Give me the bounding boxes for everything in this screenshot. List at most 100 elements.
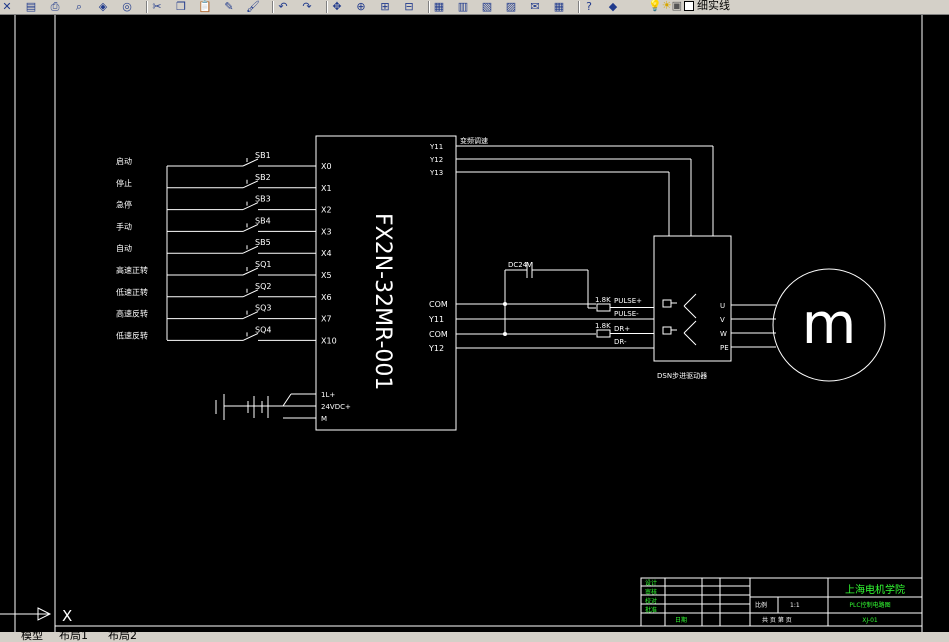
print-icon[interactable]: ⎙ [50,0,60,13]
plc-input-terminal: X7 [321,315,332,324]
layer-dropdown[interactable]: 💡☀▣细实线 [648,0,938,13]
driver-label: DSN步进驱动器 [657,371,707,380]
switch-label: SB1 [255,151,271,160]
brush-icon[interactable]: 🖌 [246,0,260,13]
plc-input-terminal: X5 [321,271,332,280]
input-label: 高速正转 [116,265,148,275]
switch-contact [242,223,259,232]
input-label: 停止 [116,178,132,188]
plc-input-terminal: X3 [321,227,332,236]
title-drawing-no: XJ-01 [862,617,878,624]
title-institute: 上海电机学院 [845,583,905,596]
plc-com-terminal: Y12 [428,344,444,353]
drawing-frame [14,15,923,632]
copy-icon[interactable]: ❐ [176,0,186,13]
toolbar-separator [428,1,430,13]
wire [282,393,292,407]
save-icon[interactable]: ▤ [25,0,37,13]
plc-com-terminal: COM [429,330,448,339]
input-label: 低速正转 [116,287,148,297]
layer-manager-icon[interactable]: ◆ [608,0,618,13]
signal-label: DR- [614,338,627,346]
motor-circle [772,268,886,382]
title-left-label: 校对 [645,597,657,605]
design-center-icon[interactable]: ▥ [457,0,469,13]
tool-palette-icon[interactable]: ▧ [481,0,493,13]
plc-input-terminal: X0 [321,162,332,171]
axis-x-label: X [62,607,72,625]
input-label: 急停 [116,200,132,210]
signal-label: DR+ [614,325,630,333]
properties-icon[interactable]: ▦ [433,0,445,13]
switch-contact [242,267,259,276]
title-sheet-text: 共 页 第 页 [762,616,792,624]
help-icon[interactable]: ? [586,0,592,13]
switch-label: SB5 [255,238,271,247]
motor-symbol: m [772,268,886,382]
preview-icon[interactable]: ⌕ [75,0,83,13]
plc-input-terminal: X4 [321,249,332,258]
plc-output-terminal: Y11 [429,143,443,151]
switch-label: SB3 [255,195,271,204]
zoom-realtime-icon[interactable]: ⊕ [356,0,366,13]
close-icon[interactable]: ✕ [2,0,12,13]
switch-contact [242,180,259,189]
input-circuit: 启动SB1X0停止SB2X1急停SB3X2手动SB4X3自动SB5X4高速正转S… [116,151,337,345]
title-block-border [640,577,923,627]
plc-input-terminal: X1 [321,184,332,193]
input-label: 自动 [116,243,132,253]
title-date-label: 日期 [675,616,687,624]
tab-2[interactable]: 布局2 [108,632,137,642]
capacitor-label: DC24V [508,261,532,269]
switch-label: SB2 [255,173,271,182]
driver-terminal: W [720,330,727,338]
driver-terminal: PE [720,344,729,352]
toolbar-separator [326,1,328,13]
undo-icon[interactable]: ↶ [278,0,288,13]
switch-contact [242,332,259,341]
optocoupler-led [662,299,672,308]
toolbar-separator [578,1,580,13]
switch-contact [242,202,259,211]
title-drawing-title: PLC控制电路图 [849,601,890,609]
zoom-window-icon[interactable]: ⊞ [380,0,390,13]
driver-terminal: U [720,302,725,310]
optocoupler-led [662,326,672,335]
resistor-label: 1.8K [595,296,611,304]
calc-icon[interactable]: ▦ [553,0,565,13]
match-props-icon[interactable]: ✎ [224,0,234,13]
cut-icon[interactable]: ✂ [152,0,162,13]
switch-contact [242,245,259,254]
title-scale-label: 比例 [755,601,767,609]
input-label: 高速反转 [116,309,148,319]
switch-contact [242,158,259,167]
paste-icon[interactable]: 📋 [198,0,212,13]
power-supply: 1L+24VDC+M [215,391,351,423]
pulse-circuit: COMY11COMY12DC24V1.8K1.8KPULSE+PULSE-DR+… [428,261,654,353]
toolbar-separator [146,1,148,13]
publish-icon[interactable]: ◈ [98,0,108,13]
pan-icon[interactable]: ✥ [332,0,342,13]
plc-output-terminal: Y12 [429,156,443,164]
switch-label: SQ3 [255,304,271,313]
tab-1[interactable]: 布局1 [59,632,88,642]
zoom-previous-icon[interactable]: ⊟ [404,0,414,13]
plc-power-terminal: 24VDC+ [321,403,351,411]
sheet-set-icon[interactable]: ▨ [505,0,517,13]
toolbar-separator [272,1,274,13]
plc-com-terminal: Y11 [428,315,444,324]
plc-input-terminal: X6 [321,293,332,302]
markup-icon[interactable]: ✉ [530,0,540,13]
redo-icon[interactable]: ↷ [302,0,312,13]
plc-block: FX2N-32MR-001 [315,135,457,431]
plot-icon[interactable]: ◎ [122,0,132,13]
tab-0[interactable]: 模型 [21,632,43,642]
plc-power-terminal: 1L+ [321,391,335,399]
resistor [596,303,611,312]
layer-name: 细实线 [696,0,730,12]
switch-contact [242,311,259,320]
drawing-canvas[interactable]: 启动SB1X0停止SB2X1急停SB3X2手动SB4X3自动SB5X4高速正转S… [0,15,949,632]
